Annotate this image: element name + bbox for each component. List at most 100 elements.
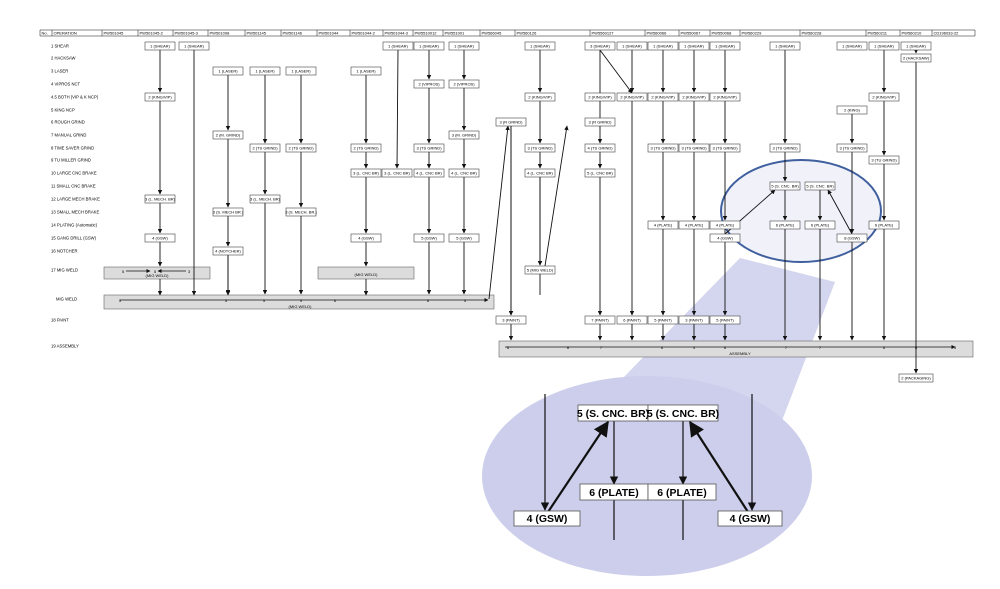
weld-bar-number: 5: [464, 298, 467, 303]
process-box: [350, 168, 382, 178]
process-box: [868, 155, 900, 165]
header-cell: PW560066: [647, 31, 668, 36]
weld-bar-number: 5: [225, 298, 228, 303]
process-box: [709, 41, 741, 51]
operation-label: 5 KING NCP: [51, 108, 75, 113]
process-box: [382, 41, 414, 51]
process-box-label: 1 (SHEAR): [653, 44, 673, 49]
assembly-bar-number: 8: [567, 345, 570, 350]
process-box: [647, 92, 679, 102]
process-box-label: 6 (PLATE): [875, 223, 894, 228]
process-box-label: 2 (TS GRIND): [252, 146, 278, 151]
header-cell: PW501044-2: [352, 31, 376, 36]
weld-bar-number: 5: [263, 298, 266, 303]
operation-label: 18 PAINT: [51, 318, 69, 323]
process-box: [144, 194, 176, 204]
process-box-label: 2 (KING): [844, 108, 860, 113]
process-box-label: 2 (KING/VIP): [588, 95, 612, 100]
process-box-label: 3 (TS GRIND): [712, 146, 738, 151]
operation-label: 10 LARGE CNC BRAKE: [51, 171, 97, 176]
header-cell: PW501146: [283, 31, 303, 36]
process-box-label: 6 (PAINT): [623, 318, 641, 323]
process-box: [350, 66, 382, 76]
operation-label: 13 SMALL MECH BRAKE: [51, 210, 99, 215]
process-box-label: 1 (SHEAR): [715, 44, 735, 49]
process-box: [678, 143, 710, 153]
process-box-label: 5 (S. CNC. BR): [806, 184, 834, 189]
header-cell: PW566045: [482, 31, 503, 36]
process-box-label: 3 (TS GRIND): [839, 146, 865, 151]
process-box-label: 2 (TS GRIND): [288, 146, 314, 151]
zoom-box-gsw-left-label: 4 (GSW): [527, 513, 568, 525]
process-box: [868, 220, 900, 230]
process-box: [144, 41, 176, 51]
process-box: [285, 207, 317, 217]
process-box-label: 1 (LASER): [291, 69, 311, 74]
process-box: [678, 220, 710, 230]
process-box-label: 1 (SHEAR): [184, 44, 204, 49]
zoom-box-s-cnc-br-right: [647, 404, 719, 422]
process-box-label: 1 (LASER): [255, 69, 275, 74]
process-box-label: 3 (S. MECH. BR.): [285, 210, 317, 215]
process-box: [898, 373, 934, 383]
process-box: [709, 143, 741, 153]
operation-label: 2 HACKSAW: [51, 56, 76, 61]
operation-label: 12 LARGE MECH BRAKE: [51, 197, 100, 202]
assembly-bar-number: 6: [507, 345, 510, 350]
header-cell: PW5510012: [415, 31, 438, 36]
process-box: [212, 66, 244, 76]
process-box-label: 3 (L. MECH. BR): [145, 197, 176, 202]
weld-bars: (MIG WELD) 5 5 3 (MIG WELD) (MIG WELD) A…: [103, 266, 974, 358]
operation-label: 4 VIPROS NCT: [51, 82, 81, 87]
process-box-label: 4 (TS GRIND): [587, 146, 613, 151]
header-cell: No.: [42, 31, 48, 36]
weld-bar-number: 5: [300, 298, 303, 303]
process-box-label: 4 (L. CNC BR): [451, 171, 477, 176]
process-box: [709, 233, 741, 243]
assembly-bar-number: 6: [661, 345, 664, 350]
process-box: [144, 92, 176, 102]
assembly-bar-number: 4: [693, 345, 696, 350]
flow-arrow: [544, 125, 569, 267]
process-box: [678, 41, 710, 51]
assembly-bar-number: 3: [954, 345, 957, 350]
header-cell: PW501145: [247, 31, 267, 36]
flow-arrow: [394, 49, 400, 169]
process-box: [804, 220, 836, 230]
process-box-label: 2 (KING/VIP): [713, 95, 737, 100]
process-box-label: 2 (PACKAGING): [901, 376, 931, 381]
process-box-label: 2 (KING/VIP): [620, 95, 644, 100]
process-box-label: 2 (M. GRIND): [216, 133, 241, 138]
process-box-label: 3 (TS GRIND): [527, 146, 553, 151]
process-box-label: 5 (L. CNC BR): [587, 171, 613, 176]
process-box: [249, 66, 281, 76]
process-box-label: 4 (L. CNC BR): [527, 171, 553, 176]
operation-label: 4.5 BOTH (VIP & K NCP): [51, 95, 99, 100]
process-box: [495, 117, 527, 127]
process-box-label: 1 (SHEAR): [874, 44, 894, 49]
process-box: [584, 117, 616, 127]
process-box-label: 4 (PLATE): [716, 223, 735, 228]
zoom-box-plate-right-label: 6 (PLATE): [657, 487, 706, 499]
process-box: [285, 143, 317, 153]
flow-arrow: [599, 49, 633, 94]
process-box-label: 3 (TS GRIND): [650, 146, 676, 151]
process-box: [678, 92, 710, 102]
zoom-focus-ring: [720, 159, 882, 263]
process-box: [584, 315, 616, 325]
assembly-bar-number: 7: [819, 345, 822, 350]
process-box: [495, 315, 527, 325]
process-box: [647, 143, 679, 153]
assembly-bar-label: ASSEMBLY: [729, 351, 751, 356]
assembly-bar-number: 6: [724, 345, 727, 350]
process-box-label: 5 (GSW): [456, 236, 472, 241]
process-box: [709, 315, 741, 325]
header-cell: PW550068: [712, 31, 733, 36]
zoom-box-plate-right: [647, 483, 717, 501]
process-box-label: 4 (GSW): [152, 236, 168, 241]
process-box: [584, 143, 616, 153]
process-box-label: 5 (PAINT): [716, 318, 734, 323]
flow-arrow: [827, 189, 853, 235]
weld-bar-number: 5: [119, 298, 122, 303]
process-box: [678, 315, 710, 325]
